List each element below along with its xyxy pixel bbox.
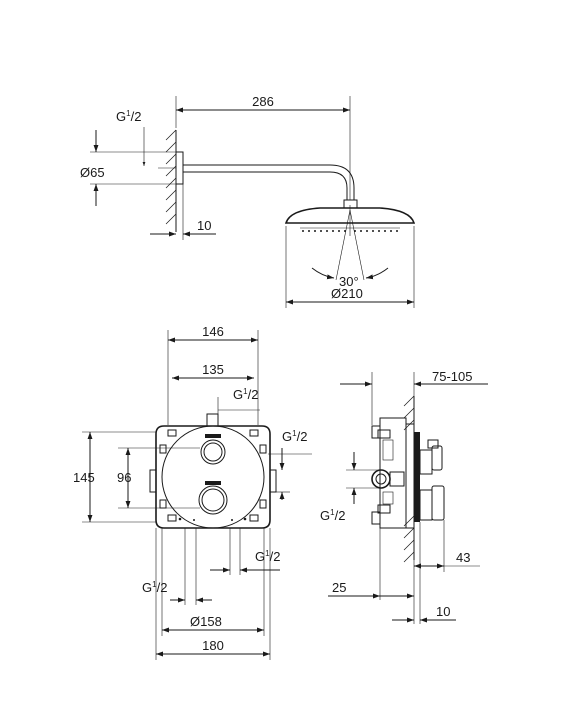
cover-diameter-label: Ø158 [190, 614, 222, 629]
thread-label-arm: G1/2 [116, 109, 141, 124]
valve-spacing-label: 96 [117, 470, 131, 485]
plate-width-label: 180 [202, 638, 224, 653]
flange-diameter-label: Ø65 [80, 165, 105, 180]
side-depth-25-label: 25 [332, 580, 346, 595]
thread-label-bottom-right: G1/2 [255, 549, 280, 564]
thread-label-top: G1/2 [233, 387, 258, 402]
side-depth-10-label: 10 [436, 604, 450, 619]
wall-offset-label: 10 [197, 218, 211, 233]
thread-label-right: G1/2 [282, 429, 307, 444]
head-diameter-label: Ø210 [331, 286, 363, 301]
thermostat-front-view: 146 135 G1/2 [73, 324, 312, 660]
thread-label-bottom-left: G1/2 [142, 580, 167, 595]
box-height-label: 145 [73, 470, 95, 485]
arm-length-label: 286 [252, 94, 274, 109]
shower-arm-view: 286 G1/2 Ø65 10 30° Ø210 [80, 94, 416, 308]
side-depth-43-label: 43 [456, 550, 470, 565]
thermostat-side-view: 75-105 G1/2 43 25 10 [320, 369, 488, 624]
box-width-inner-label: 135 [202, 362, 224, 377]
install-depth-label: 75-105 [432, 369, 472, 384]
spray-angle-label: 30° [339, 274, 359, 289]
thread-label-side: G1/2 [320, 508, 345, 523]
box-width-outer-label: 146 [202, 324, 224, 339]
